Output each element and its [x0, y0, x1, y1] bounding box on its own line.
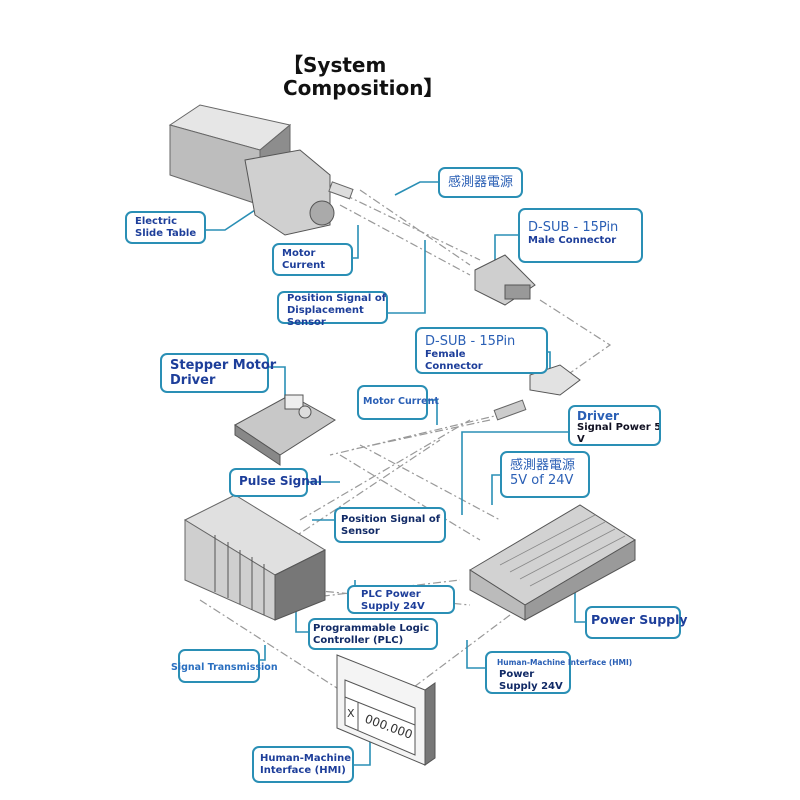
- cable-driver-to-power: [339, 444, 501, 541]
- diagram-title: 【System Composition】: [283, 53, 444, 100]
- label-plc: Programmable Logic Controller (PLC): [308, 618, 438, 650]
- label-electric-slide-table: Electric Slide Table: [125, 211, 206, 244]
- label-stepper-motor-driver: Stepper Motor Driver: [160, 353, 276, 393]
- label-motor-current-mid: Motor Current: [357, 385, 439, 420]
- label-position-signal-sensor: Position Signal of Sensor: [334, 507, 446, 543]
- cable-power-to-hmi: [409, 614, 511, 691]
- label-plc-power: PLC Power Supply 24V: [347, 585, 455, 614]
- label-hmi: Human-Machine Interface (HMI): [252, 746, 354, 783]
- hmi-axis-label: X: [347, 707, 355, 720]
- label-signal-transmission: Signal Transmission: [171, 649, 278, 683]
- label-dsub-male: D-SUB - 15Pin Male Connector: [518, 208, 643, 263]
- stepper-driver-device: [234, 394, 336, 466]
- power-supply-device: [469, 504, 636, 621]
- dsub-male-connector-device: [474, 254, 536, 306]
- label-driver-signal-power: Driver Signal Power 5 V: [568, 405, 661, 446]
- cable-slide-to-male: [339, 189, 481, 276]
- label-hmi-power: Human-Machine Interface (HMI) Power Supp…: [485, 651, 632, 694]
- label-sensor-power-mid: 感測器電源 5V of 24V: [500, 451, 590, 498]
- label-sensor-power-top: 感測器電源: [438, 167, 523, 198]
- cable-plc-to-driver: [289, 419, 471, 541]
- label-motor-current-top: Motor Current: [272, 243, 353, 276]
- label-position-signal-displacement: Position Signal of Displacement Sensor: [277, 291, 388, 328]
- electric-slide-table-device: [168, 104, 354, 236]
- cable-male-to-female: [539, 299, 612, 381]
- cable-female-to-driver: [329, 409, 521, 456]
- hmi-device: X 000.000: [336, 654, 436, 766]
- cable-plc-to-hmi: [199, 599, 341, 691]
- label-pulse-signal: Pulse Signal: [229, 468, 322, 497]
- label-dsub-female: D-SUB - 15Pin Female Connector: [415, 327, 548, 374]
- label-power-supply: Power Supply: [585, 606, 688, 639]
- plc-device: [183, 494, 327, 621]
